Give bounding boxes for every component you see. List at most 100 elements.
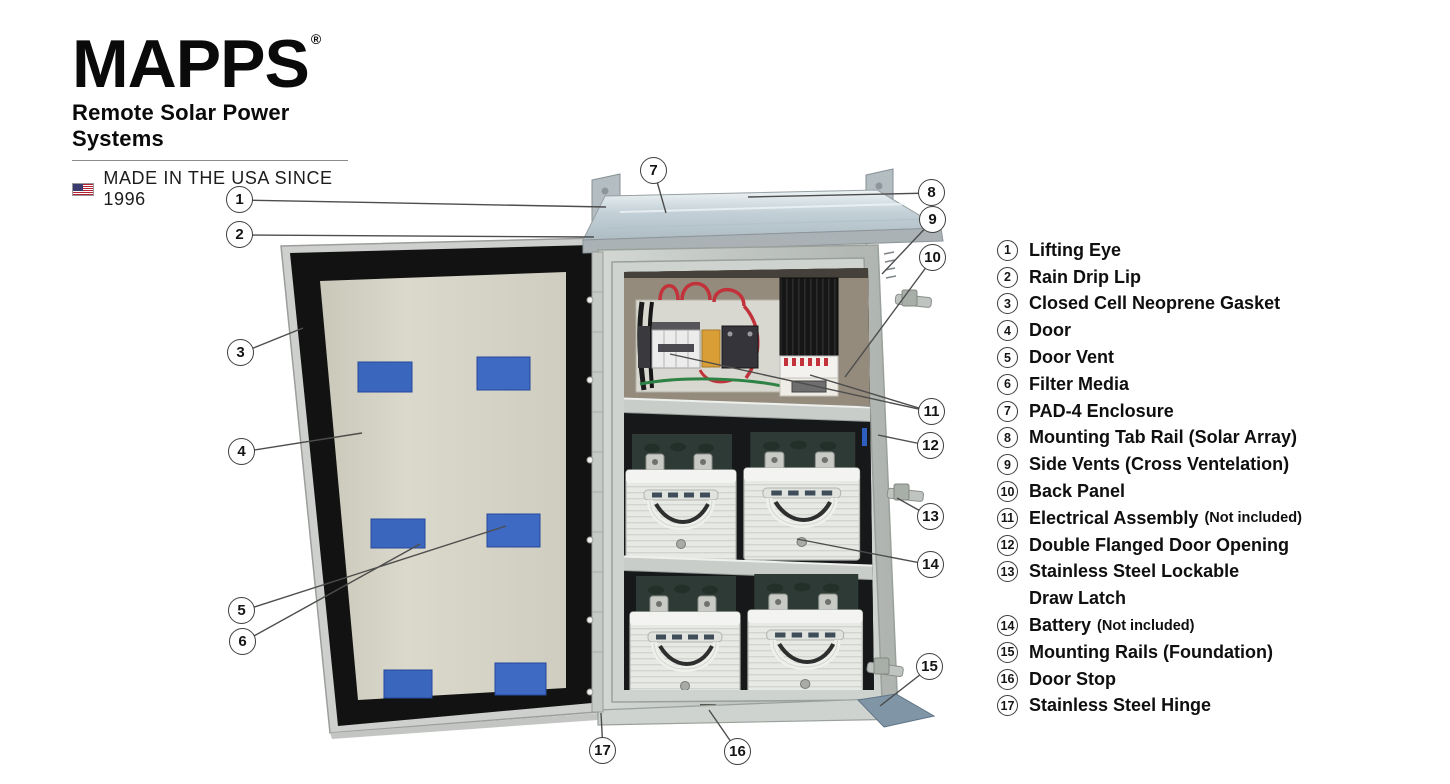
legend-item-label: Rain Drip Lip <box>1029 266 1141 287</box>
callout-8: 8 <box>918 179 945 206</box>
cabinet-group <box>582 168 944 728</box>
door-bottom-sliver <box>330 713 598 739</box>
legend-item-12: 12 Double Flanged Door Opening <box>997 532 1327 559</box>
battery <box>630 576 740 704</box>
legend-item-6: 6 Filter Media <box>997 371 1327 398</box>
legend-item-label: Back Panel <box>1029 481 1126 502</box>
legend-item-13: 13 Stainless Steel Lockable <box>997 559 1327 586</box>
legend-item-label: PAD-4 Enclosure <box>1029 400 1174 421</box>
callout-1: 1 <box>226 186 253 213</box>
brand-logo: MAPPS® Remote Solar Power Systems MADE I… <box>72 30 372 210</box>
brand-name: MAPPS® <box>72 30 372 98</box>
callout-2: 2 <box>226 221 253 248</box>
legend-item-number: 9 <box>997 454 1018 476</box>
legend-item-number: 14 <box>997 615 1018 637</box>
legend-item-label: Door <box>1029 320 1071 341</box>
legend-item-number: 7 <box>997 400 1018 422</box>
draw-latch <box>866 657 904 678</box>
battery <box>626 434 736 562</box>
stainless-hinge <box>586 251 604 713</box>
legend-item-number: 15 <box>997 641 1018 663</box>
legend-item-10: 10 Back Panel <box>997 478 1327 505</box>
legend-item-number: 12 <box>997 534 1018 556</box>
legend-item-number: 5 <box>997 347 1018 369</box>
made-in-usa-line: MADE IN THE USA SINCE 1996 <box>72 168 372 210</box>
electrical-assembly <box>635 277 839 397</box>
legend-item-label: Mounting Tab Rail (Solar Array) <box>1029 427 1298 448</box>
legend-item-note: (Not included) <box>1097 617 1195 634</box>
filter-media-pad <box>383 669 433 699</box>
callout-5: 5 <box>228 597 255 624</box>
callout-7: 7 <box>640 157 667 184</box>
legend-item-number: 13 <box>997 561 1018 583</box>
callout-6: 6 <box>229 628 256 655</box>
callout-4: 4 <box>228 438 255 465</box>
registered-mark: ® <box>310 31 322 47</box>
legend-item-label: Door Vent <box>1029 347 1115 368</box>
legend-item-label: Filter Media <box>1029 373 1130 394</box>
legend-item-15: 15 Mounting Rails (Foundation) <box>997 639 1327 666</box>
callout-17: 17 <box>589 737 616 764</box>
callout-16: 16 <box>724 738 751 765</box>
legend-item-number: 8 <box>997 427 1018 449</box>
legend-item-label: Lifting Eye <box>1029 239 1122 260</box>
brand-tagline: Remote Solar Power Systems <box>72 100 290 151</box>
legend-item-13-line2: Draw Latch <box>997 585 1327 612</box>
legend-item-label: Draw Latch <box>1029 588 1127 609</box>
legend-item-label: Door Stop <box>1029 668 1116 689</box>
filter-media-pad <box>357 361 413 393</box>
legend-item-number: 2 <box>997 266 1018 288</box>
callout-11: 11 <box>918 398 945 425</box>
legend-item-number: 6 <box>997 373 1018 395</box>
draw-latch <box>894 289 933 308</box>
charge-controller <box>779 277 839 397</box>
legend-item-label: Double Flanged Door Opening <box>1029 534 1289 555</box>
filter-media-pads <box>357 356 547 699</box>
callout-10: 10 <box>919 244 946 271</box>
filter-media-pad <box>476 356 531 391</box>
filter-media-pad <box>370 518 426 549</box>
rain-drip-lip <box>582 227 944 254</box>
callout-12: 12 <box>917 432 944 459</box>
draw-latch <box>886 483 925 502</box>
made-in-usa-text: MADE IN THE USA SINCE 1996 <box>103 168 333 209</box>
legend-item-label: Side Vents (Cross Ventelation) <box>1029 454 1290 475</box>
callout-13: 13 <box>917 503 944 530</box>
battery <box>748 574 862 702</box>
legend-item-8: 8 Mounting Tab Rail (Solar Array) <box>997 425 1327 452</box>
filter-media-pad <box>486 513 541 548</box>
us-flag-icon <box>72 182 95 196</box>
legend-item-label: Electrical Assembly <box>1029 507 1199 528</box>
mounting-rail-foundation <box>856 693 936 728</box>
legend-item-label: Closed Cell Neoprene Gasket <box>1029 293 1281 314</box>
leader-lines <box>239 170 934 753</box>
legend-item-number: 1 <box>997 239 1018 261</box>
callout-14: 14 <box>917 551 944 578</box>
logo-divider <box>72 160 348 161</box>
door-inner-panel <box>320 272 566 700</box>
legend-item-1: 1 Lifting Eye <box>997 237 1327 264</box>
door-group <box>280 237 598 739</box>
callout-3: 3 <box>227 339 254 366</box>
lifting-eye-hole <box>875 182 883 190</box>
legend-item-label: Mounting Rails (Foundation) <box>1029 641 1273 662</box>
legend-item-number: 16 <box>997 668 1018 690</box>
battery <box>744 432 860 560</box>
filter-media-pad <box>494 662 547 696</box>
legend-item-label: Stainless Steel Lockable <box>1029 561 1240 582</box>
legend-item-number: 17 <box>997 695 1018 717</box>
cabinet-interior <box>624 268 874 704</box>
legend-item-number: 10 <box>997 481 1018 503</box>
callout-9: 9 <box>919 206 946 233</box>
legend-item-5: 5 Door Vent <box>997 344 1327 371</box>
lifting-eye-hole <box>601 187 609 195</box>
callout-15: 15 <box>916 653 943 680</box>
legend-item-note: (Not included) <box>1204 510 1302 527</box>
